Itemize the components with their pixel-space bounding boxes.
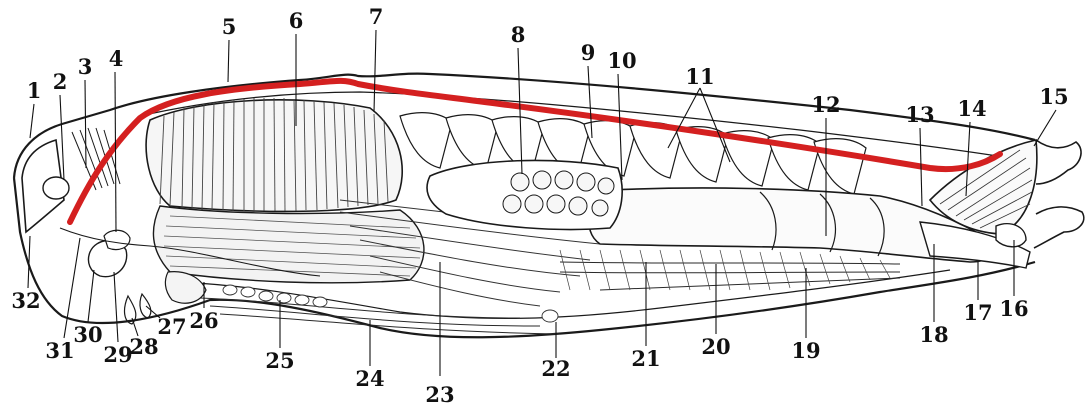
callout-27: 27: [157, 314, 186, 339]
callout-20: 20: [701, 334, 730, 359]
callout-32: 32: [11, 288, 40, 313]
callout-29: 29: [103, 342, 132, 367]
leader-7: [374, 30, 376, 112]
callout-5: 5: [222, 14, 237, 39]
callout-28: 28: [129, 334, 158, 359]
leader-30: [88, 270, 94, 322]
callout-15: 15: [1039, 84, 1068, 109]
callout-26: 26: [189, 308, 218, 333]
callout-25: 25: [265, 348, 294, 373]
dorsal-muscle-block: [146, 98, 402, 211]
leader-4: [115, 72, 116, 232]
tail-lobe-lower: [1034, 207, 1084, 248]
callout-14: 14: [957, 96, 986, 121]
callout-2: 2: [53, 69, 68, 94]
callout-9: 9: [581, 40, 596, 65]
callout-23: 23: [425, 382, 454, 407]
dense-hatching: [560, 250, 890, 290]
callout-13: 13: [905, 102, 934, 127]
leader-15: [1034, 110, 1056, 146]
leader-29: [114, 272, 118, 342]
callout-4: 4: [109, 46, 124, 71]
leader-2: [60, 95, 64, 180]
callout-22: 22: [541, 356, 570, 381]
callout-8: 8: [511, 22, 526, 47]
callout-3: 3: [78, 54, 93, 79]
callout-6: 6: [289, 8, 304, 33]
callout-10: 10: [607, 48, 636, 73]
callout-18: 18: [919, 322, 948, 347]
tail-lobe-upper: [1036, 140, 1081, 184]
callout-31: 31: [45, 338, 74, 363]
callout-17: 17: [963, 300, 992, 325]
callout-12: 12: [811, 92, 840, 117]
callout-7: 7: [369, 4, 384, 29]
leader-1: [30, 104, 34, 138]
lobed-organ: [427, 160, 622, 229]
callout-1: 1: [27, 78, 42, 103]
callout-19: 19: [791, 338, 820, 363]
head-muscle-fan: [72, 128, 120, 190]
callout-30: 30: [73, 322, 102, 347]
lobed-organ-outline: [427, 160, 622, 229]
callout-11: 11: [685, 64, 714, 89]
callout-21: 21: [631, 346, 660, 371]
leader-5: [228, 40, 229, 82]
appendage-b: [140, 294, 151, 318]
leader-3: [85, 80, 86, 168]
callout-16: 16: [999, 296, 1028, 321]
tail-end-organ: [996, 224, 1026, 247]
head-eye: [43, 177, 69, 199]
ganglion: [104, 230, 130, 249]
callout-24: 24: [355, 366, 384, 391]
